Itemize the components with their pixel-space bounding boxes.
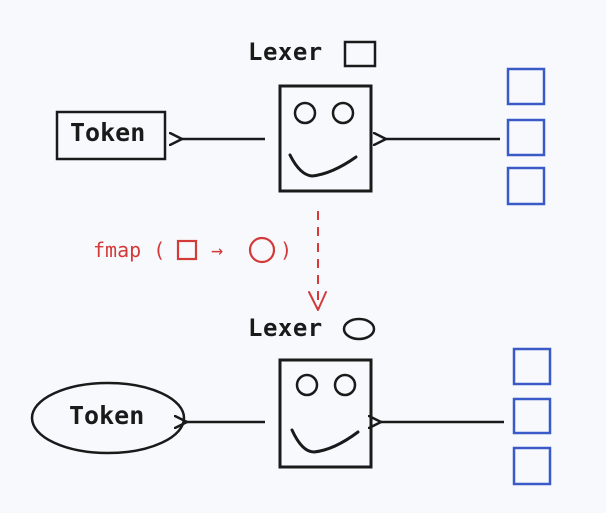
- lexer-box-top: [278, 84, 373, 193]
- fmap-suffix: ): [280, 238, 293, 262]
- input-square-icon: [512, 446, 552, 486]
- input-square-icon: [512, 397, 552, 435]
- input-squares-top: [506, 67, 546, 206]
- input-square-icon: [506, 166, 546, 206]
- input-square-icon: [506, 118, 546, 157]
- fmap-arrowhead-icon: [308, 291, 327, 311]
- input-squares-bottom: [512, 347, 552, 486]
- lexer-title-top: Lexer: [248, 38, 323, 66]
- lexer-box-bottom: [278, 358, 373, 469]
- smile-icon: [290, 428, 360, 454]
- token-box-top: [55, 110, 167, 161]
- fmap-circle-icon: [248, 236, 276, 264]
- lexer-title-bottom: Lexer: [248, 314, 323, 342]
- fmap-prefix: fmap (: [93, 238, 166, 262]
- token-label-bottom: Token: [69, 401, 145, 430]
- eye-right-icon: [333, 373, 357, 397]
- eye-left-icon: [293, 101, 317, 125]
- fmap-square-icon: [176, 239, 198, 261]
- eye-right-icon: [331, 101, 355, 125]
- smile-icon: [288, 153, 358, 178]
- token-label-top: Token: [70, 118, 146, 147]
- lexer-face-top: [278, 84, 373, 193]
- eye-left-icon: [295, 373, 319, 397]
- square-type-icon: [343, 40, 377, 68]
- lexer-face-bottom: [278, 358, 373, 469]
- input-square-icon: [512, 347, 552, 386]
- input-square-icon: [506, 67, 546, 106]
- fmap-arrow: →: [211, 238, 224, 262]
- circle-type-icon: [342, 317, 376, 341]
